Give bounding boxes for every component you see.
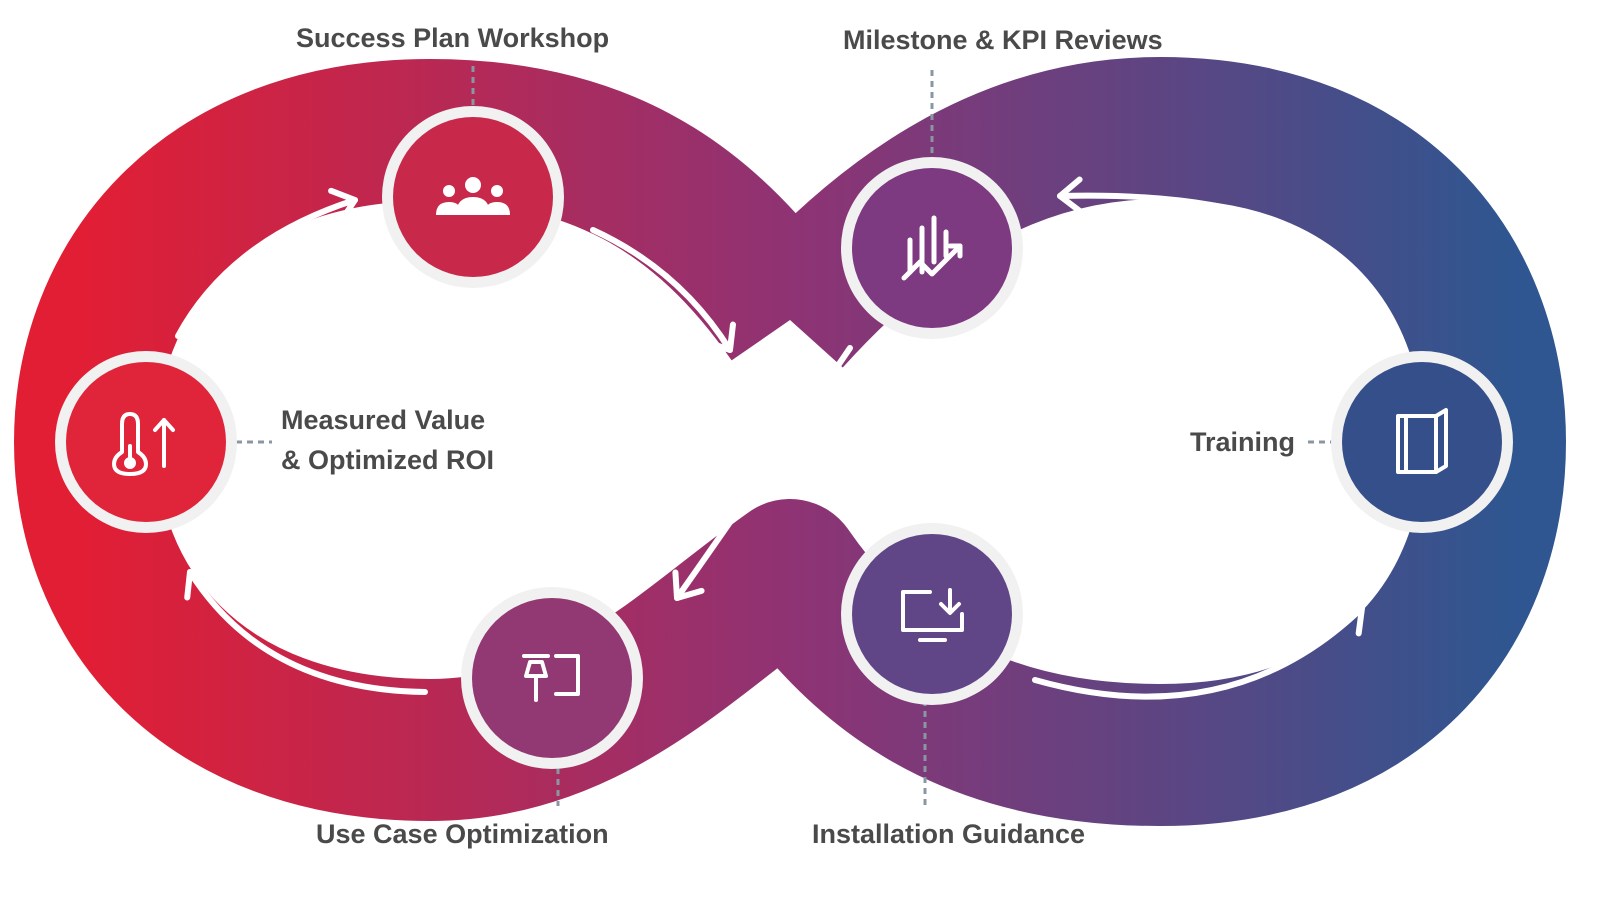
right-loop-lower-arrow (1032, 605, 1365, 700)
label-installation-guidance: Installation Guidance (812, 819, 1086, 849)
center-lower-arrow (672, 345, 853, 601)
node-success-plan-workshop (382, 106, 564, 288)
node-measured-value (55, 351, 237, 533)
flow-arrows (175, 176, 1368, 700)
thermometer-up-icon (112, 412, 175, 476)
label-training: Training (1190, 427, 1296, 457)
bar-chart-trend-icon (901, 215, 963, 281)
node-training (1331, 351, 1513, 533)
node-milestone-kpi-reviews (841, 157, 1023, 339)
node-installation-guidance (841, 523, 1023, 705)
label-success-plan-workshop: Success Plan Workshop (296, 23, 610, 53)
people-group-icon (436, 177, 510, 215)
label-milestone-kpi-reviews: Milestone & KPI Reviews (843, 25, 1163, 55)
label-measured-value-line1: Measured Value (281, 405, 486, 435)
center-upper-arrow (590, 227, 736, 353)
infinity-band (14, 57, 1566, 826)
label-measured-value-line2: & Optimized ROI (281, 445, 495, 475)
pinned-screen-icon (522, 654, 580, 702)
left-loop-lower-arrow (184, 569, 428, 695)
left-loop-upper-arrow (175, 187, 358, 339)
book-icon (1396, 408, 1448, 474)
connectors (236, 66, 1344, 806)
label-use-case-optimization: Use Case Optimization (316, 819, 609, 849)
right-loop-upper-arrow (1057, 176, 1368, 288)
monitor-download-icon (901, 588, 964, 642)
node-use-case-optimization (461, 587, 643, 769)
